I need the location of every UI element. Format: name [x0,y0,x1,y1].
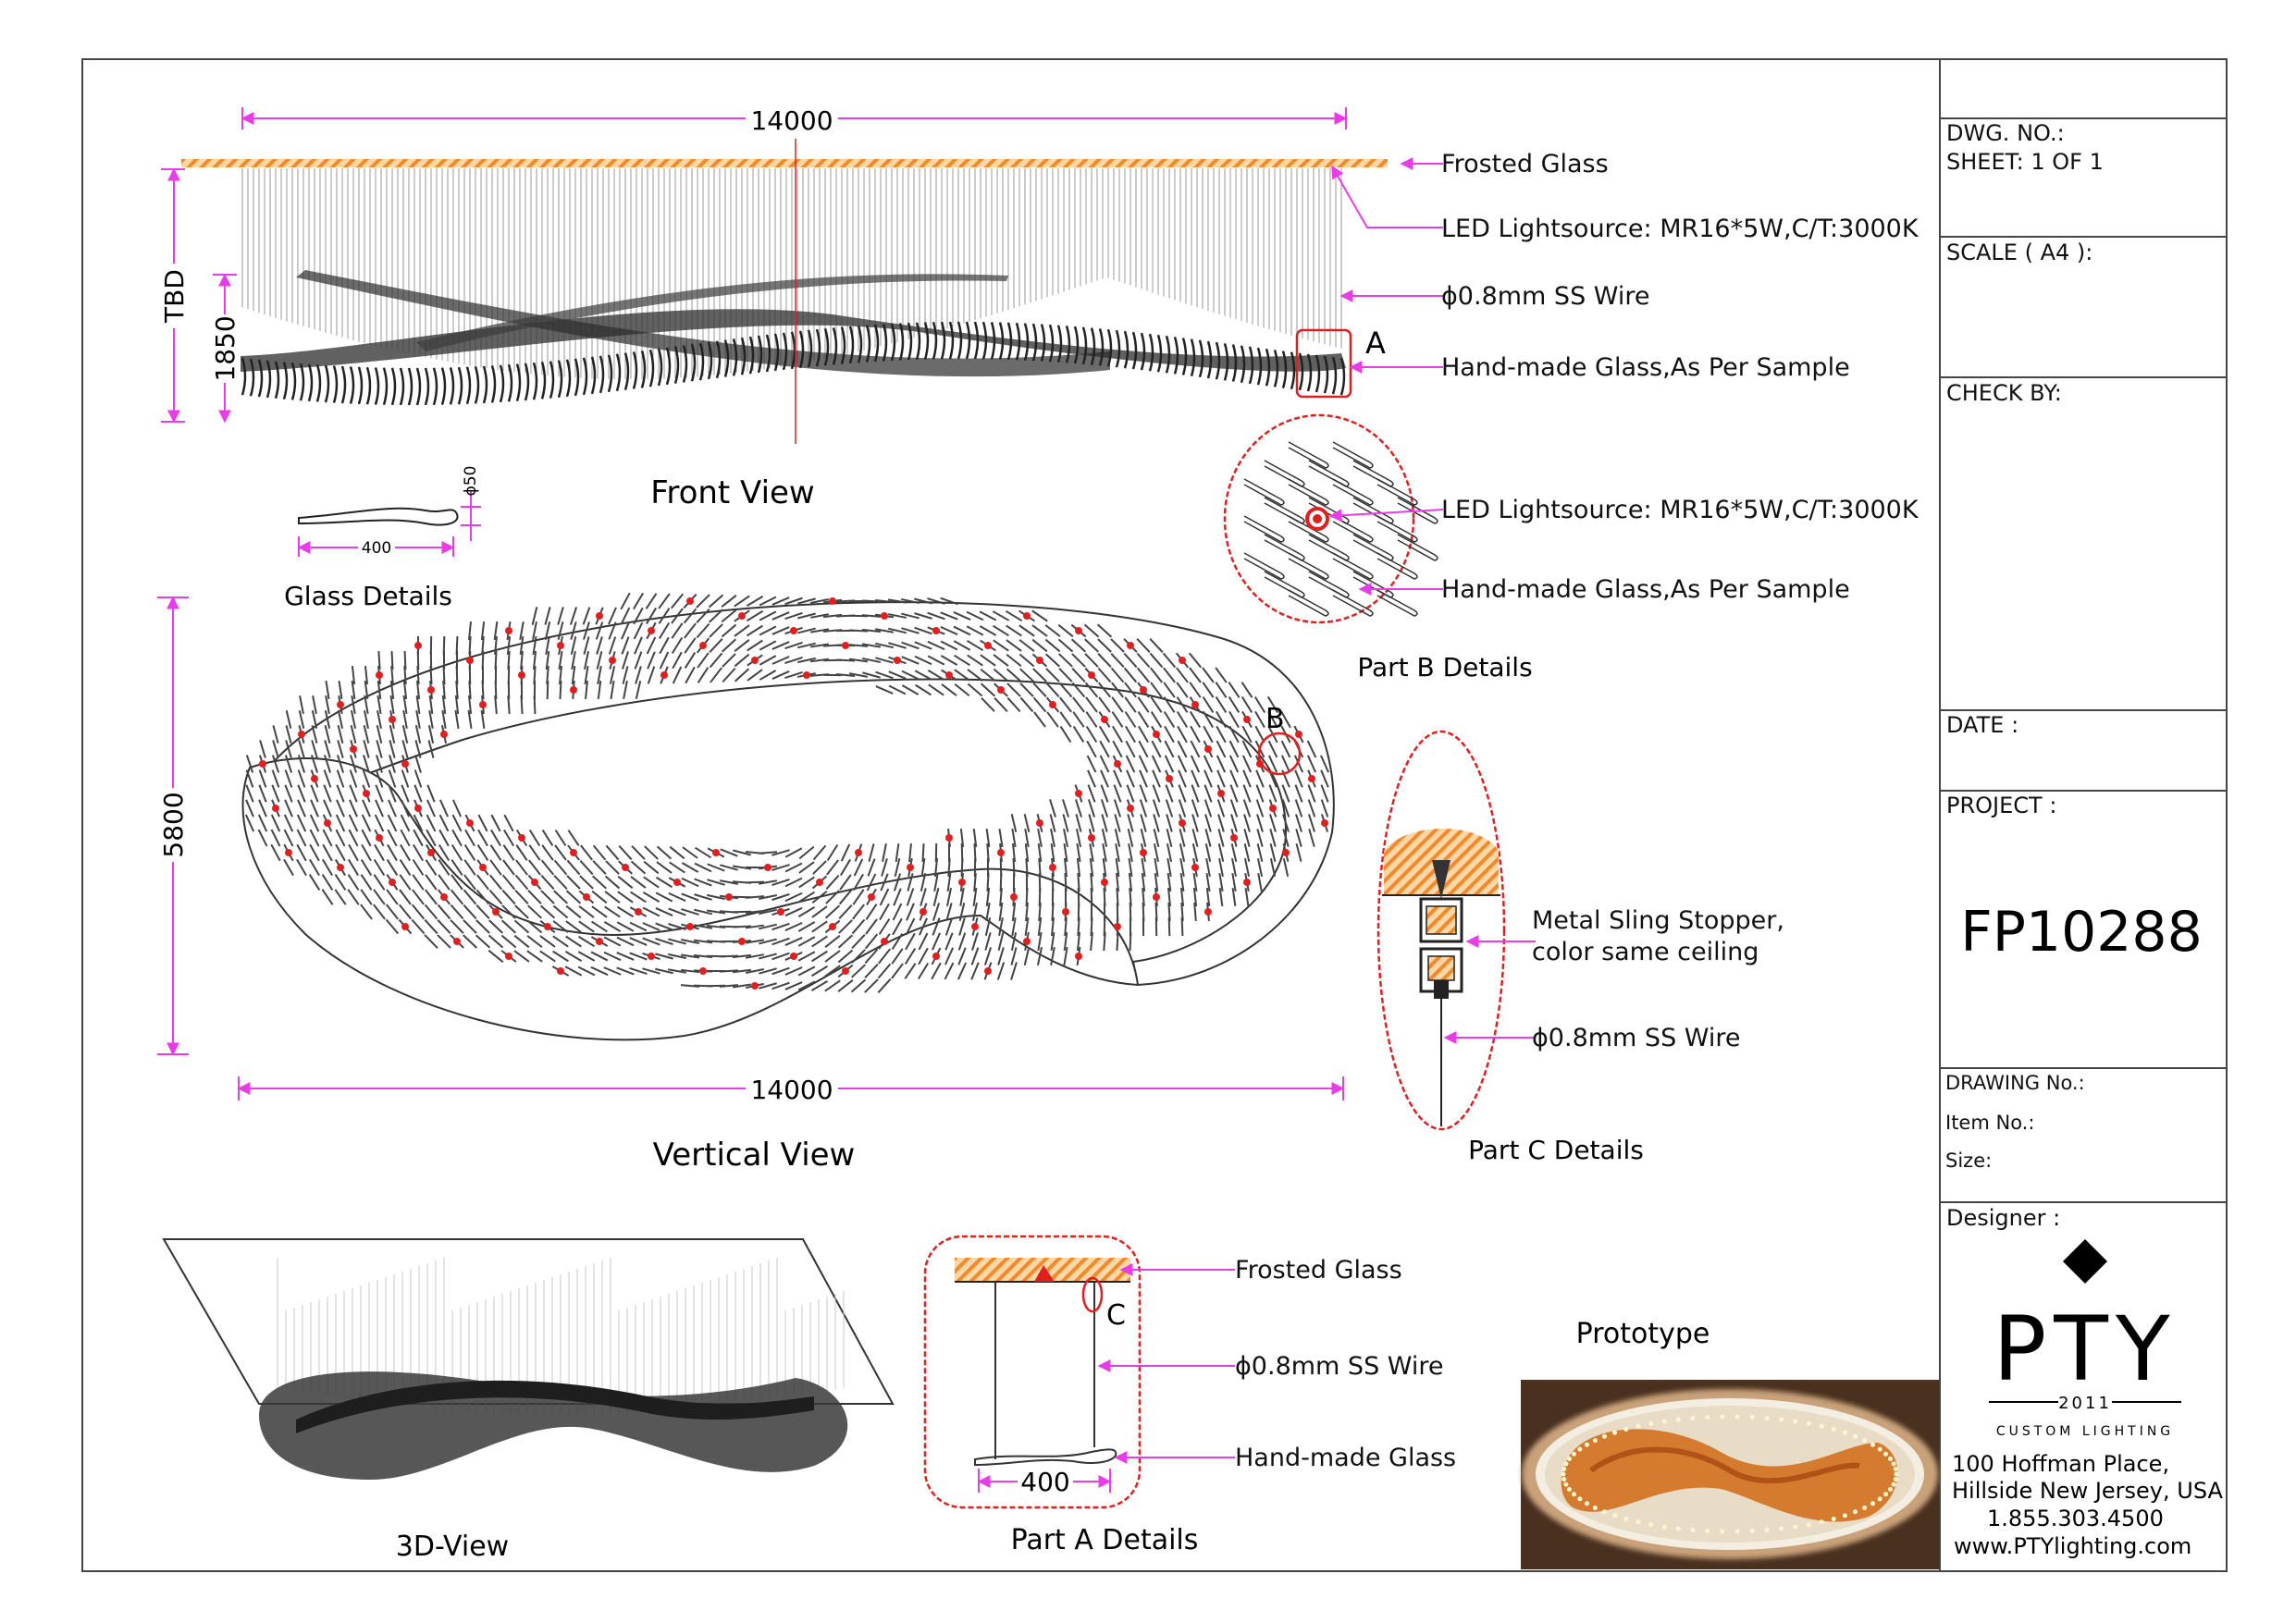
project-number: FP10288 [1960,900,2203,965]
size-label: Size: [1945,1150,1992,1172]
check-by-label: CHECK BY: [1946,380,2062,406]
3d-view-title: 3D-View [396,1531,509,1563]
callout-partb-glass: Hand-made Glass,As Per Sample [1441,575,1850,604]
front-width-label: 14000 [750,105,833,136]
leader-led [1331,165,1443,228]
front-glass-ribbon-3 [416,274,1008,351]
company-tagline: CUSTOM LIGHTING [1996,1424,2174,1439]
part-c-title: Part C Details [1468,1135,1644,1165]
sheet-label: SHEET: 1 OF 1 [1946,149,2104,175]
callout-partc-stopper-2: color same ceiling [1532,938,1759,966]
dwg-no-label: DWG. NO.: [1946,120,2065,146]
marker-c: C [1106,1299,1126,1332]
vertical-view-title: Vertical View [653,1137,856,1174]
vertical-width-label: 14000 [750,1075,833,1105]
diamond-icon [2062,1238,2108,1285]
vertical-ribbon-top-loop [243,601,1335,987]
callout-partc-stopper-1: Metal Sling Stopper, [1532,906,1784,935]
address-line-1: 100 Hoffman Place, [1952,1451,2169,1477]
vertical-ribbon-bottom-loop [241,757,1140,1041]
callout-led: LED Lightsource: MR16*5W,C/T:3000K [1441,215,1920,243]
part-b-glass-array [1243,441,1438,617]
glass-details-title: Glass Details [284,581,452,611]
frosted-glass-panel [181,159,1388,167]
detail-b-circle [1257,732,1302,776]
marker-a: A [1365,326,1386,361]
front-view-title: Front View [650,474,815,511]
glass-length-label: 400 [362,539,391,558]
item-no-label: Item No.: [1945,1112,2034,1134]
detail-c-ring [1081,1276,1104,1313]
callout-ss-wire: ϕ0.8mm SS Wire [1441,282,1650,311]
front-height-label: TBD [159,269,190,324]
address-line-2: Hillside New Jersey, USA [1952,1478,2224,1504]
scale-label: SCALE ( A4 ): [1946,240,2092,265]
vertical-height-label: 5800 [158,792,189,857]
drawing-frame [81,58,2228,1572]
drawing-no-label: DRAWING No.: [1945,1072,2085,1094]
marker-b: B [1265,703,1285,735]
company-logo: PTY [1993,1297,2177,1401]
part-a-length-label: 400 [1020,1467,1069,1497]
3d-ceiling-plane [162,1238,895,1405]
company-year: 2011 [2058,1394,2112,1413]
date-label: DATE : [1946,712,2018,738]
front-drop-label: 1850 [210,315,241,381]
project-label: PROJECT : [1946,793,2056,818]
callout-parta-glass: Hand-made Glass [1235,1444,1456,1472]
vertical-glass-mesh [244,592,1329,994]
title-block [1940,117,2227,1203]
prototype-title: Prototype [1576,1318,1710,1350]
company-website: www.PTYlighting.com [1954,1533,2191,1559]
callout-parta-frosted: Frosted Glass [1235,1256,1402,1285]
callout-partb-led: LED Lightsource: MR16*5W,C/T:3000K [1441,496,1920,524]
designer-label: Designer : [1946,1205,2060,1231]
prototype-photo [1521,1380,1939,1569]
part-c-screw [1432,860,1450,899]
callout-handmade-glass: Hand-made Glass,As Per Sample [1441,353,1850,382]
company-phone: 1.855.303.4500 [1987,1506,2164,1531]
glass-piece-shape [298,507,459,526]
part-a-led [1034,1265,1055,1282]
leader-partb-led [1328,509,1444,523]
callout-frosted-glass: Frosted Glass [1441,150,1609,178]
callout-parta-wire: ϕ0.8mm SS Wire [1235,1352,1444,1381]
callout-partc-wire: ϕ0.8mm SS Wire [1532,1024,1741,1052]
part-b-title: Part B Details [1357,652,1532,682]
part-a-title: Part A Details [1011,1524,1199,1556]
front-glass-texture [241,321,1346,406]
glass-dia-label: ϕ50 [462,466,480,497]
